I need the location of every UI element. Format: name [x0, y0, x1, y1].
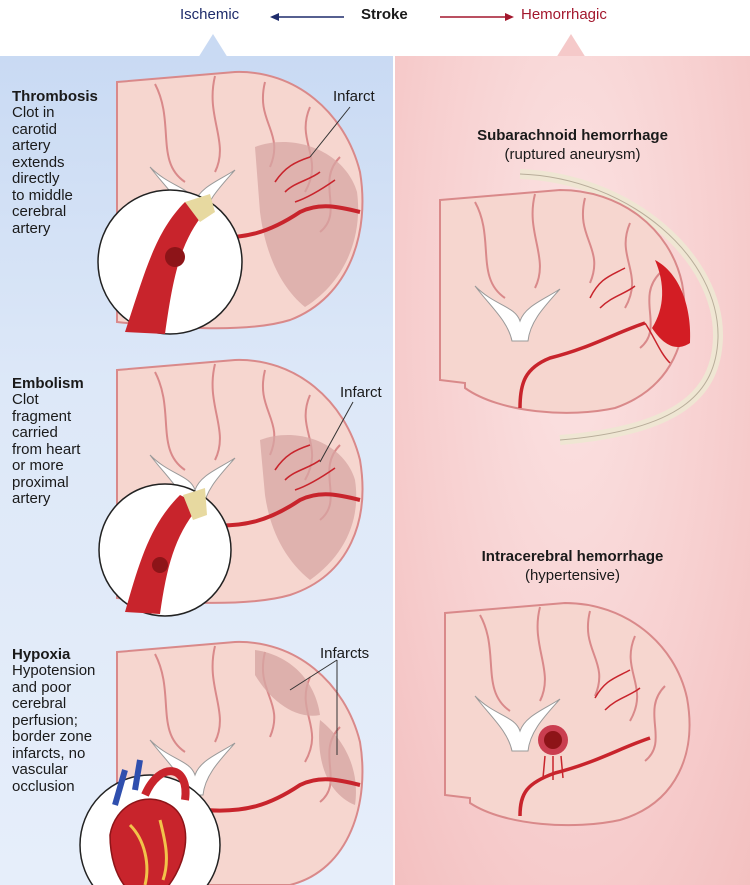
thrombosis-infarct-label: Infarct	[333, 88, 375, 105]
thrombus	[165, 247, 185, 267]
intracerebral-brain-illustration	[435, 588, 705, 833]
intracerebral-title: Intracerebral hemorrhage	[395, 548, 750, 566]
intracerebral-subtitle: (hypertensive)	[395, 566, 750, 585]
hypoxia-infarct-label: Infarcts	[320, 645, 369, 662]
header: Ischemic Stroke Hemorrhagic	[0, 0, 750, 40]
hemorrhagic-tab	[556, 34, 586, 58]
intracerebral-text: Intracerebral hemorrhage (hypertensive)	[395, 548, 750, 585]
embolism-infarct-label: Infarct	[340, 384, 382, 401]
hemorrhagic-label: Hemorrhagic	[521, 6, 607, 23]
arrow-left-icon	[270, 10, 346, 24]
ischemic-tab	[198, 34, 228, 58]
subarachnoid-text: Subarachnoid hemorrhage (ruptured aneury…	[395, 127, 750, 164]
subarachnoid-subtitle: (ruptured aneurysm)	[395, 145, 750, 164]
hematoma-core	[544, 731, 562, 749]
brain-hemisphere	[445, 603, 689, 825]
ischemic-label: Ischemic	[180, 6, 239, 23]
brain-hemisphere	[440, 190, 684, 413]
arrow-right-icon	[438, 10, 514, 24]
hypoxia-brain-illustration	[75, 630, 385, 885]
subarachnoid-title: Subarachnoid hemorrhage	[395, 127, 750, 145]
embolus	[152, 557, 168, 573]
stroke-label: Stroke	[361, 6, 408, 23]
subarachnoid-brain-illustration	[430, 168, 730, 448]
